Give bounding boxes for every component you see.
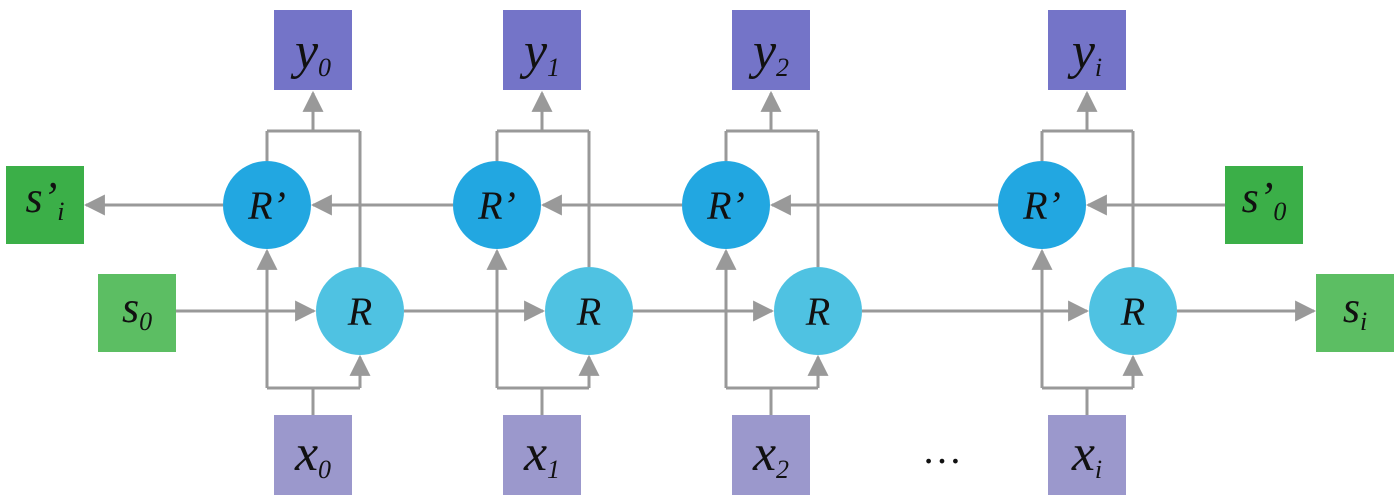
svg-text:yi: yi: [1067, 23, 1102, 82]
state-box: [6, 166, 84, 244]
state-subscript: 0: [1273, 197, 1286, 226]
forward-cell-i: R: [1089, 267, 1177, 355]
output-subscript: 2: [776, 53, 789, 82]
input-box: [732, 415, 810, 495]
backward-cell-circle: [223, 161, 311, 249]
backward-cell-0: R’: [223, 161, 311, 249]
svg-text:x2: x2: [752, 425, 789, 484]
state-subscript: i: [1360, 307, 1367, 336]
connector-lines: [83, 90, 1317, 415]
state-label: s: [1343, 283, 1360, 332]
output-box: [274, 10, 352, 90]
input-label: x: [294, 425, 318, 482]
svg-text:y2: y2: [748, 23, 789, 82]
input-subscript: i: [1095, 455, 1102, 484]
output-subscript: 0: [318, 53, 331, 82]
input-box: [274, 415, 352, 495]
svg-text:s’i: s’i: [25, 173, 64, 226]
forward-cell-2: R: [774, 267, 862, 355]
output-box: [503, 10, 581, 90]
state-label: s: [122, 283, 139, 332]
output-subscript: 1: [547, 53, 560, 82]
input-x1: x1: [503, 415, 581, 495]
backward-final-state: s’i: [6, 166, 84, 244]
backward-cell-2: R’: [682, 161, 770, 249]
state-subscript: 0: [139, 307, 152, 336]
state-box: [1316, 274, 1394, 352]
backward-initial-state: s’0: [1225, 166, 1303, 244]
backward-cell-label: R’: [477, 183, 516, 228]
svg-text:s’0: s’0: [1242, 173, 1287, 226]
backward-cell-label: R’: [706, 183, 745, 228]
svg-text:s0: s0: [122, 283, 152, 336]
input-x0: x0: [274, 415, 352, 495]
forward-cell-label: R: [347, 289, 372, 334]
output-subscript: i: [1095, 53, 1102, 82]
input-box: [1048, 415, 1126, 495]
input-label: x: [1071, 425, 1095, 482]
output-label: y: [1067, 23, 1096, 80]
backward-cell-label: R’: [1022, 183, 1061, 228]
output-y0: y0: [274, 10, 352, 90]
output-y1: y1: [503, 10, 581, 90]
svg-text:x0: x0: [294, 425, 331, 484]
backward-cell-circle: [682, 161, 770, 249]
state-label: s’: [1242, 173, 1274, 222]
forward-cell-label: R: [576, 289, 601, 334]
svg-text:xi: xi: [1071, 425, 1102, 484]
input-subscript: 0: [318, 455, 331, 484]
backward-cell-i: R’: [998, 161, 1086, 249]
output-label: y: [290, 23, 319, 80]
input-subscript: 1: [547, 455, 560, 484]
state-label: s’: [25, 173, 57, 222]
forward-cell-circle: [774, 267, 862, 355]
forward-final-state: si: [1316, 274, 1394, 352]
forward-cell-circle: [316, 267, 404, 355]
forward-cell-circle: [545, 267, 633, 355]
forward-cell-label: R: [805, 289, 830, 334]
svg-text:y0: y0: [290, 23, 331, 82]
svg-text:y1: y1: [519, 23, 560, 82]
svg-text:si: si: [1343, 283, 1367, 336]
svg-text:x1: x1: [523, 425, 560, 484]
output-box: [732, 10, 810, 90]
forward-cell-circle: [1089, 267, 1177, 355]
input-label: x: [523, 425, 547, 482]
forward-initial-state: s0: [98, 274, 176, 352]
input-label: x: [752, 425, 776, 482]
backward-cell-circle: [998, 161, 1086, 249]
output-y2: y2: [732, 10, 810, 90]
input-x2: x2: [732, 415, 810, 495]
backward-cell-label: R’: [247, 183, 286, 228]
ellipsis: …: [922, 427, 962, 472]
input-box: [503, 415, 581, 495]
forward-cell-label: R: [1120, 289, 1145, 334]
forward-cell-1: R: [545, 267, 633, 355]
state-box: [98, 274, 176, 352]
backward-cell-1: R’: [453, 161, 541, 249]
output-box: [1048, 10, 1126, 90]
input-xi: xi: [1048, 415, 1126, 495]
output-yi: yi: [1048, 10, 1126, 90]
state-box: [1225, 166, 1303, 244]
state-subscript: i: [57, 197, 64, 226]
input-subscript: 2: [776, 455, 789, 484]
output-label: y: [748, 23, 777, 80]
forward-cell-0: R: [316, 267, 404, 355]
output-label: y: [519, 23, 548, 80]
backward-cell-circle: [453, 161, 541, 249]
